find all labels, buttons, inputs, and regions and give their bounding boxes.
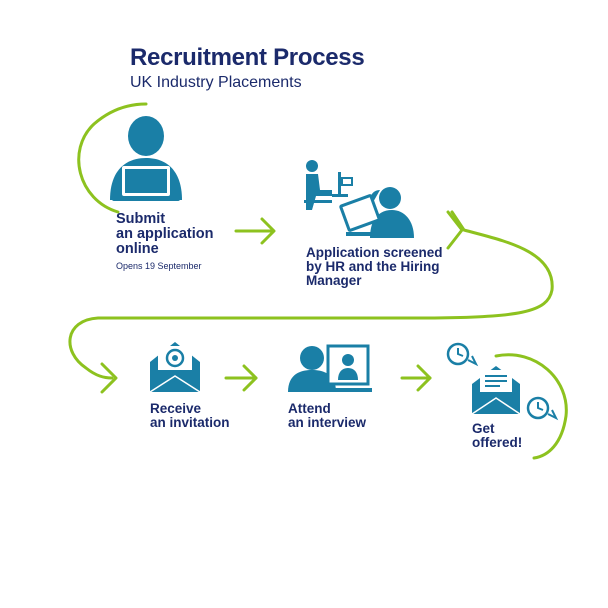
step-label-line: Application screened xyxy=(306,245,443,260)
step-interview-label: Attend an interview xyxy=(288,402,366,430)
arrow-icon-1 xyxy=(234,217,276,245)
step-label-line: Manager xyxy=(306,273,362,288)
step-offered-label: Get offered! xyxy=(472,422,522,450)
step-label-line: by HR and the Hiring xyxy=(306,259,440,274)
step-label-line: offered! xyxy=(472,435,523,450)
page-title: Recruitment Process xyxy=(130,44,365,71)
step-label-line: Submit xyxy=(116,211,166,227)
step-label-line: Attend xyxy=(288,401,331,416)
email-envelope-icon xyxy=(149,342,201,393)
person-at-laptop-icon xyxy=(110,116,182,201)
chevron-right-icon xyxy=(446,210,464,250)
clock-icon xyxy=(526,396,559,421)
step-screened-label: Application screened by HR and the Hirin… xyxy=(306,246,443,288)
step-submit-label: Submit an application online xyxy=(116,212,214,257)
clock-icon xyxy=(446,342,479,367)
step-submit-note: Opens 19 September xyxy=(116,261,202,271)
flow-line-end-arc xyxy=(494,353,568,460)
page-subtitle: UK Industry Placements xyxy=(130,74,302,91)
step-label-line: online xyxy=(116,241,159,257)
step-label-line: Get xyxy=(472,421,495,436)
step-label-line: an invitation xyxy=(150,415,230,430)
step-label-line: an application xyxy=(116,226,214,242)
screening-reviewers-icon xyxy=(304,160,414,238)
arrow-icon-3 xyxy=(100,362,118,394)
arrow-icon-4 xyxy=(224,364,258,392)
step-invitation-label: Receive an invitation xyxy=(150,402,230,430)
flow-line-start-arc xyxy=(77,102,148,214)
arrow-icon-5 xyxy=(400,364,432,392)
video-interview-icon xyxy=(288,344,372,392)
offer-letter-clock-icon xyxy=(446,342,559,421)
step-label-line: an interview xyxy=(288,415,367,430)
step-label-line: Receive xyxy=(150,401,202,416)
flow-line-serpentine xyxy=(68,210,554,380)
